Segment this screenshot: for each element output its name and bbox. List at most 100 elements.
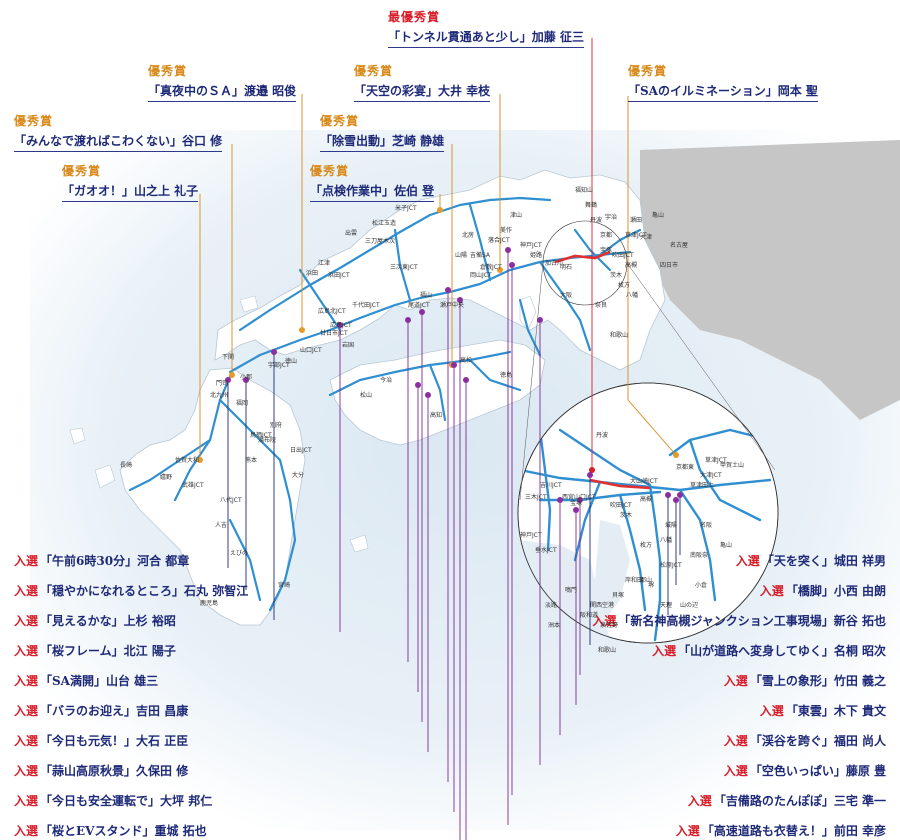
award-title[interactable]: 「除雪出動」芝崎 静雄 <box>320 132 445 152</box>
zoom-inset <box>517 382 779 644</box>
place-label: 神戸JCT <box>520 242 542 249</box>
islands <box>69 295 369 553</box>
place-label: 八代JCT <box>220 497 242 504</box>
place-label: 鳥栖JCT <box>250 432 272 439</box>
zoom-place-label: 和歌山 <box>598 647 617 654</box>
place-label: 福岡 <box>236 400 249 407</box>
entry-title: 「今日も元気！」大石 正臣 <box>40 734 189 748</box>
zoom-place-label: 神戸JCT <box>520 532 542 539</box>
zoom-place-label: 鳴門 <box>565 587 578 594</box>
award-rank: 優秀賞 <box>628 64 668 78</box>
entry-left[interactable]: 入選「桜とEVスタンド」重城 拓也 <box>14 822 207 839</box>
entry-title: 「穏やかになれるところ」石丸 弥智江 <box>40 584 249 598</box>
place-label: 鹿児島 <box>200 600 219 607</box>
place-label: 京都 <box>600 232 613 239</box>
entry-title: 「吉備路のたんぽぽ」三宅 準一 <box>713 794 886 808</box>
place-label: 福知山 <box>575 187 594 194</box>
place-label: 山陽 <box>455 252 468 259</box>
zoom-place-label: 洲本 <box>548 622 561 629</box>
entry-title: 「天を突く」城田 祥男 <box>761 554 886 568</box>
place-label: 津山 <box>510 212 523 219</box>
zoom-place-label: 吉川JCT <box>540 482 562 489</box>
entry-rank: 入選 <box>735 554 760 568</box>
entry-right[interactable]: 入選「渓谷を跨ぐ」福田 尚人 <box>724 732 886 749</box>
place-label: 丹波 <box>590 217 603 224</box>
place-label: 徳山 <box>285 358 298 365</box>
zoom-place-label: 山の辺 <box>680 602 699 609</box>
entry-rank: 入選 <box>14 764 39 778</box>
entry-right[interactable]: 入選「橋脚」小西 由朗 <box>760 582 886 599</box>
place-label: 門司 <box>216 380 229 387</box>
entry-left[interactable]: 入選「午前6時30分」河合 都章 <box>14 552 189 569</box>
place-label: 八幡 <box>626 292 639 299</box>
entry-left[interactable]: 入選「今日も元気！」大石 正臣 <box>14 732 188 749</box>
place-label: 今治 <box>380 377 393 384</box>
place-label: 和歌山 <box>610 332 629 339</box>
place-label: 舞鶴 <box>585 202 598 209</box>
award-rank: 最優秀賞 <box>388 10 441 24</box>
entry-rank: 入選 <box>687 794 712 808</box>
entry-left[interactable]: 入選「SA満開」山台 雄三 <box>14 672 158 689</box>
zoom-place-label: 西宮山口JCT <box>562 494 596 501</box>
place-label: 千代田JCT <box>352 302 380 309</box>
entry-rank: 入選 <box>14 704 39 718</box>
place-label: 亀山 <box>652 212 665 219</box>
award-mayonaka: 優秀賞 「真夜中のＳＡ」渡邉 昭俊 <box>148 62 297 102</box>
entry-title: 「高速道路も衣替え！」前田 幸彦 <box>701 824 886 838</box>
photo-dots <box>197 207 683 513</box>
award-josetsu: 優秀賞 「除雪出動」芝崎 静雄 <box>320 112 445 152</box>
entry-left[interactable]: 入選「穏やかになれるところ」石丸 弥智江 <box>14 582 248 599</box>
east-land <box>640 140 900 420</box>
place-label: 廿日市JCT <box>320 330 348 337</box>
award-title[interactable]: 「天空の彩宴」大井 幸枝 <box>354 82 491 102</box>
entry-right[interactable]: 入選「雪上の象形」竹田 義之 <box>724 672 886 689</box>
award-title[interactable]: 「真夜中のＳＡ」渡邉 昭俊 <box>148 82 297 102</box>
entry-title: 「東雲」木下 貴文 <box>785 704 886 718</box>
place-label: 枚方 <box>618 282 631 289</box>
award-rank: 優秀賞 <box>14 114 54 128</box>
entry-right[interactable]: 入選「天を突く」城田 祥男 <box>736 552 886 569</box>
entry-right[interactable]: 入選「山が道路へ変身してゆく」名桐 昭次 <box>652 642 886 659</box>
place-label: 加古川 <box>545 260 564 267</box>
award-title[interactable]: 「ガオオ！」山之上 礼子 <box>62 182 199 202</box>
place-label: 下関 <box>222 354 235 361</box>
entry-rank: 入選 <box>14 824 39 838</box>
place-label: 別府 <box>270 422 283 429</box>
zoom-place-label: 淡路 <box>545 602 558 609</box>
entry-title: 「雪上の象形」竹田 義之 <box>749 674 886 688</box>
place-label: 高槻 <box>625 262 638 269</box>
entry-left[interactable]: 入選「見えるかな」上杉 裕昭 <box>14 612 176 629</box>
entry-right[interactable]: 入選「新名神高槻ジャンクション工事現場」新谷 拓也 <box>592 612 886 629</box>
entry-rank: 入選 <box>14 794 39 808</box>
award-title[interactable]: 「点検作業中」佐伯 登 <box>310 182 435 202</box>
entry-left[interactable]: 入選「蒜山高原秋景」久保田 修 <box>14 762 188 779</box>
entry-right[interactable]: 入選「空色いっぱい」藤原 豊 <box>724 762 886 779</box>
place-label: 山口JCT <box>300 347 322 354</box>
zoom-place-label: 城陽 <box>665 522 678 529</box>
entry-left[interactable]: 入選「今日も安全運転で」大坪 邦仁 <box>14 792 212 809</box>
zoom-place-label: 京都東 <box>676 464 695 471</box>
place-label: 宇治 <box>605 214 618 221</box>
award-title[interactable]: 「SAのイルミネーション」岡本 聖 <box>628 82 818 102</box>
award-sa-illumination: 優秀賞 「SAのイルミネーション」岡本 聖 <box>628 62 818 102</box>
place-label: 大津 <box>640 234 653 241</box>
place-label: 日出JCT <box>290 447 312 454</box>
zoom-place-label: 天理 <box>660 602 673 609</box>
entry-rank: 入選 <box>14 584 39 598</box>
entry-title: 「見えるかな」上杉 裕昭 <box>40 614 176 628</box>
place-label: 尾道JCT <box>408 302 430 309</box>
entry-title: 「バラのお迎え」吉田 昌康 <box>40 704 189 718</box>
entry-right[interactable]: 入選「吉備路のたんぽぽ」三宅 準一 <box>688 792 886 809</box>
place-label: 茨木 <box>610 272 623 279</box>
place-label: 草津JCT <box>625 232 647 239</box>
award-title[interactable]: 「みんなで渡ればこわくない」谷口 修 <box>14 132 223 152</box>
entry-right[interactable]: 入選「東雲」木下 貴文 <box>760 702 886 719</box>
shikoku-land <box>329 339 546 446</box>
entry-right[interactable]: 入選「高速道路も衣替え！」前田 幸彦 <box>676 822 886 839</box>
award-title[interactable]: 「トンネル貫通あと少し」加藤 征三 <box>388 28 584 48</box>
entry-left[interactable]: 入選「バラのお迎え」吉田 昌康 <box>14 702 188 719</box>
place-label: 大阪 <box>560 292 573 299</box>
zoom-place-label: 甲賀土山 <box>720 462 745 469</box>
entry-left[interactable]: 入選「桜フレーム」北江 陽子 <box>14 642 176 659</box>
entry-rank: 入選 <box>723 674 748 688</box>
